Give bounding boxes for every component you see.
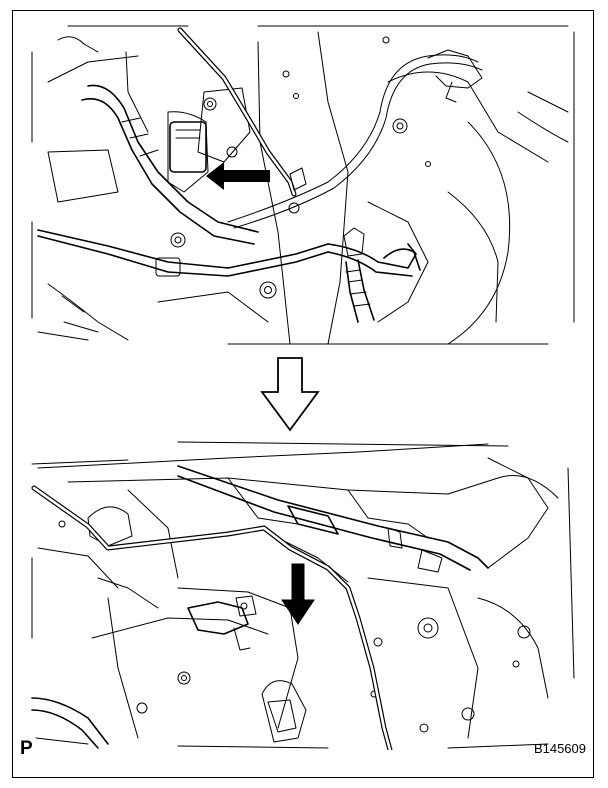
- figure-code: B145609: [533, 741, 586, 756]
- outline-arrow-down-icon: [260, 357, 320, 432]
- solid-arrow-left-icon: [206, 162, 270, 190]
- bottom-illustration: [31, 441, 575, 750]
- solid-arrow-down-icon: [281, 563, 315, 625]
- corner-mark: P: [20, 738, 33, 759]
- top-illustration-panel: [28, 22, 576, 345]
- bottom-illustration-panel: [28, 438, 576, 750]
- top-illustration: [31, 25, 575, 345]
